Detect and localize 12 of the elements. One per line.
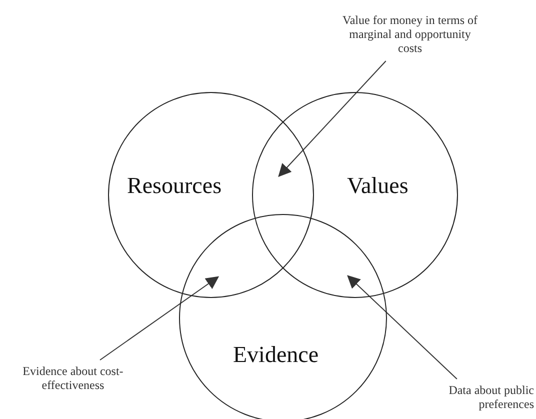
resources-circle <box>108 92 314 298</box>
values-circle <box>252 92 458 298</box>
circle-label: Resources <box>127 173 222 199</box>
leader-arrow <box>347 275 458 380</box>
leader-arrow <box>278 60 386 177</box>
leader-arrow <box>100 276 220 360</box>
circle-label: Evidence <box>233 342 319 368</box>
callout-text: Evidence about cost-effectiveness <box>14 364 132 394</box>
callout-text: Data about public preferences <box>420 383 534 413</box>
evidence-circle <box>179 214 387 419</box>
circle-label: Values <box>347 173 408 199</box>
callout-text: Value for money in terms of marginal and opportunity costs <box>340 13 480 57</box>
